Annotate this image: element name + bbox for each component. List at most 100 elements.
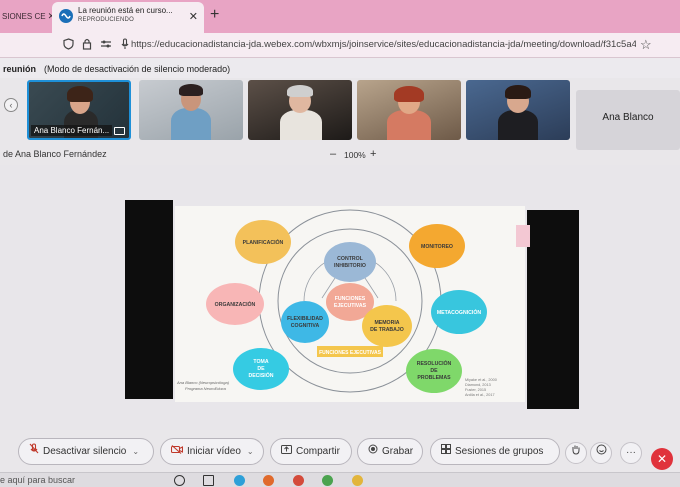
shield-icon[interactable] bbox=[62, 38, 74, 50]
more-options-button[interactable]: ··· bbox=[620, 442, 642, 464]
slide-edge-decoration bbox=[516, 225, 530, 247]
address-bar: https://educacionadistancia-jda.webex.co… bbox=[0, 33, 680, 58]
slide-label: COGNITIVA bbox=[291, 323, 320, 329]
participant-strip: ‹ Ana Blanco Fernán... Ana Blanco bbox=[0, 78, 680, 150]
new-tab-button[interactable]: + bbox=[210, 6, 220, 23]
lock-icon[interactable] bbox=[81, 38, 93, 50]
slide-label: FLEXIBILIDAD bbox=[287, 316, 323, 322]
slide-label: PROBLEMAS bbox=[417, 375, 451, 381]
bookmark-star-icon[interactable]: ☆ bbox=[640, 37, 652, 52]
raise-hand-button[interactable] bbox=[565, 442, 587, 464]
redacted-bar-left bbox=[125, 200, 173, 399]
slide-band-label: FUNCIONES EJECUTIVAS bbox=[319, 350, 382, 356]
record-icon bbox=[368, 439, 378, 464]
camera-off-icon bbox=[170, 439, 184, 464]
start-video-button[interactable]: Iniciar vídeo ⌄ bbox=[160, 438, 264, 465]
slide-label: FUNCIONES bbox=[335, 296, 366, 302]
task-view-icon[interactable] bbox=[203, 475, 214, 486]
zoom-level: 100% bbox=[344, 150, 366, 160]
zoom-out-button[interactable]: – bbox=[330, 148, 337, 160]
microphone-icon[interactable] bbox=[119, 38, 131, 50]
browser-tab-strip: SIONES CE✕ La reunión está en curso... R… bbox=[0, 0, 680, 33]
meeting-title: reunión bbox=[3, 64, 36, 74]
firefox-icon[interactable] bbox=[263, 475, 274, 486]
cortana-circle-icon[interactable] bbox=[174, 475, 185, 486]
mute-mode-label: (Modo de desactivación de silencio moder… bbox=[44, 64, 231, 74]
tab-audio-status: REPRODUCIENDO bbox=[78, 17, 134, 23]
url-input[interactable]: https://educacionadistancia-jda.webex.co… bbox=[131, 39, 636, 50]
leave-meeting-button[interactable]: ✕ bbox=[651, 448, 673, 470]
slide-label: MEMORIA bbox=[374, 320, 399, 326]
taskbar-search-input[interactable]: e aquí para buscar bbox=[0, 475, 76, 485]
shared-by-label: de Ana Blanco Fernández bbox=[3, 149, 107, 159]
reactions-button[interactable] bbox=[590, 442, 612, 464]
slide-label: DE bbox=[257, 366, 265, 372]
tab-title: La reunión está en curso... bbox=[78, 6, 173, 15]
tab-label: SIONES CE bbox=[2, 12, 46, 21]
app-icon[interactable] bbox=[322, 475, 333, 486]
slide-label: METACOGNICIÓN bbox=[437, 308, 482, 316]
redacted-bar-right bbox=[527, 210, 579, 409]
breakout-sessions-button[interactable]: Sesiones de grupos bbox=[430, 438, 560, 465]
microphone-muted-icon bbox=[29, 439, 39, 464]
participant-video[interactable] bbox=[139, 80, 243, 140]
participant-video-active[interactable]: Ana Blanco Fernán... bbox=[27, 80, 131, 140]
breakout-grid-icon bbox=[441, 439, 451, 464]
unmute-button[interactable]: Desactivar silencio ⌄ bbox=[18, 438, 154, 465]
screen-share-icon bbox=[114, 127, 125, 135]
hand-icon bbox=[572, 445, 580, 455]
os-taskbar: e aquí para buscar bbox=[0, 472, 680, 487]
slide-reference: Fuster, 2015 bbox=[465, 388, 486, 392]
slide-reference: Miyake et al., 2000 bbox=[465, 378, 497, 382]
participant-video[interactable] bbox=[357, 80, 461, 140]
slide-label: CONTROL bbox=[337, 256, 363, 262]
slide-label: ORGANIZACIÓN bbox=[215, 300, 256, 308]
previous-participants-button[interactable]: ‹ bbox=[4, 98, 18, 112]
slide-author: Ana Blanco (Neuropsicóloga) bbox=[176, 380, 230, 385]
chevron-down-icon[interactable]: ⌄ bbox=[246, 447, 254, 456]
slide-label: DECISIÓN bbox=[248, 371, 273, 379]
address-bar-icons bbox=[62, 38, 131, 50]
slide-label: TOMA bbox=[253, 359, 268, 365]
app-icon[interactable] bbox=[352, 475, 363, 486]
participant-name-tag: Ana Blanco Fernán... bbox=[31, 125, 113, 136]
meeting-header: reunión (Modo de desactivación de silenc… bbox=[0, 58, 680, 78]
slide-label: DE TRABAJO bbox=[370, 327, 404, 333]
record-button[interactable]: Grabar bbox=[357, 438, 423, 465]
participant-name-tile[interactable]: Ana Blanco bbox=[576, 90, 680, 150]
chevron-down-icon[interactable]: ⌄ bbox=[132, 447, 140, 456]
participant-video[interactable] bbox=[248, 80, 352, 140]
edge-browser-icon[interactable] bbox=[234, 475, 245, 486]
slide-label: INHIBITORIO bbox=[334, 263, 366, 269]
slide-program: Programa NeuroEduca bbox=[185, 386, 227, 391]
slide-label: EJECUTIVAS bbox=[334, 303, 367, 309]
browser-tab-previous[interactable]: SIONES CE✕ bbox=[0, 6, 52, 26]
shared-content-area: PLANIFICACIÓN MONITOREO ORGANIZACIÓN MET… bbox=[0, 165, 680, 430]
zoom-in-button[interactable]: + bbox=[370, 148, 377, 160]
permissions-icon[interactable] bbox=[100, 38, 112, 50]
unmute-label: Desactivar silencio bbox=[43, 446, 127, 457]
meeting-controls: Desactivar silencio ⌄ Iniciar vídeo ⌄ Comp… bbox=[0, 432, 680, 472]
slide-label: RESOLUCIÓN bbox=[417, 359, 452, 367]
shared-slide: PLANIFICACIÓN MONITOREO ORGANIZACIÓN MET… bbox=[175, 206, 525, 402]
chrome-icon[interactable] bbox=[293, 475, 304, 486]
slide-reference: Diamond, 2013 bbox=[465, 383, 491, 387]
slide-label: PLANIFICACIÓN bbox=[243, 238, 284, 246]
close-icon[interactable]: ✕ bbox=[47, 11, 52, 21]
share-screen-icon bbox=[281, 439, 292, 464]
share-label: Compartir bbox=[296, 446, 340, 457]
share-button[interactable]: Compartir bbox=[270, 438, 352, 465]
browser-tab-active[interactable]: La reunión está en curso... REPRODUCIEND… bbox=[52, 2, 204, 33]
participant-video[interactable] bbox=[466, 80, 570, 140]
share-info-bar: de Ana Blanco Fernández – 100% + bbox=[0, 147, 680, 163]
slide-reference: Ardila et al., 2017 bbox=[465, 393, 495, 397]
executive-functions-diagram: PLANIFICACIÓN MONITOREO ORGANIZACIÓN MET… bbox=[176, 209, 497, 397]
close-icon[interactable]: ✕ bbox=[188, 11, 198, 23]
breakout-sessions-label: Sesiones de grupos bbox=[455, 446, 544, 457]
slide-label: DE bbox=[430, 368, 438, 374]
smiley-icon bbox=[596, 444, 606, 455]
record-label: Grabar bbox=[382, 446, 414, 457]
webex-icon bbox=[59, 9, 73, 23]
start-video-label: Iniciar vídeo bbox=[187, 446, 241, 457]
slide-label: MONITOREO bbox=[421, 244, 453, 250]
